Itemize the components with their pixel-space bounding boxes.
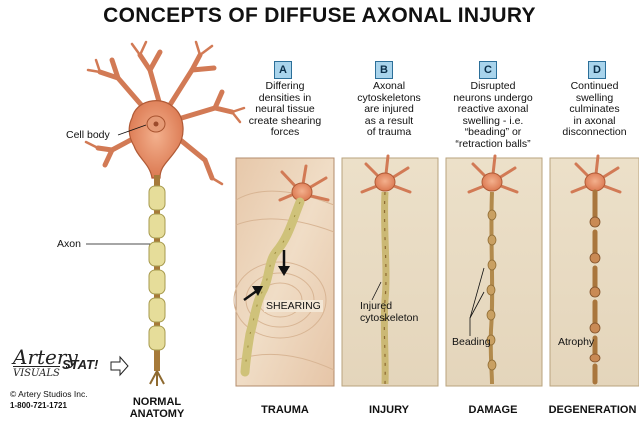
panel-b-badge: B bbox=[375, 61, 393, 79]
atrophy-label: Atrophy bbox=[558, 336, 594, 348]
panel-c-caption: DAMAGE bbox=[444, 404, 542, 416]
panel-c-badge: C bbox=[479, 61, 497, 79]
phone-number: 1-800-721-1721 bbox=[10, 401, 67, 410]
visuals-logo-text: VISUALS bbox=[13, 366, 60, 379]
panel-a-description: Differing densities in neural tissue cre… bbox=[236, 81, 334, 139]
panel-b-description: Axonal cytoskeletons are injured as a re… bbox=[340, 81, 438, 139]
panel-b-caption: INJURY bbox=[340, 404, 438, 416]
panel-d-badge: D bbox=[588, 61, 606, 79]
cell-body-label: Cell body bbox=[66, 129, 110, 141]
panel-a-illustration bbox=[234, 158, 334, 386]
panel-c-illustration bbox=[446, 156, 542, 386]
panel-a-badge: A bbox=[274, 61, 292, 79]
panel-d-caption: DEGENERATION bbox=[546, 404, 639, 416]
shearing-label: SHEARING bbox=[264, 300, 323, 312]
panel-b-illustration bbox=[342, 156, 438, 386]
beading-label: Beading bbox=[452, 336, 491, 348]
copyright-text: © Artery Studios Inc. bbox=[10, 389, 88, 399]
injured-cytoskeleton-label: Injured cytoskeleton bbox=[360, 300, 418, 324]
panel-c-description: Disrupted neurons undergo reactive axona… bbox=[442, 81, 544, 150]
panel-a-caption: TRAUMA bbox=[236, 404, 334, 416]
normal-anatomy-caption: NORMAL ANATOMY bbox=[122, 396, 192, 420]
stat-logo-text: STAT! bbox=[62, 357, 98, 372]
logo-arrow-icon bbox=[111, 357, 128, 375]
normal-neuron bbox=[86, 42, 244, 386]
panel-d-description: Continued swelling culminates in axonal … bbox=[550, 81, 639, 139]
panel-d-illustration bbox=[550, 156, 639, 386]
axon-label: Axon bbox=[57, 238, 81, 250]
